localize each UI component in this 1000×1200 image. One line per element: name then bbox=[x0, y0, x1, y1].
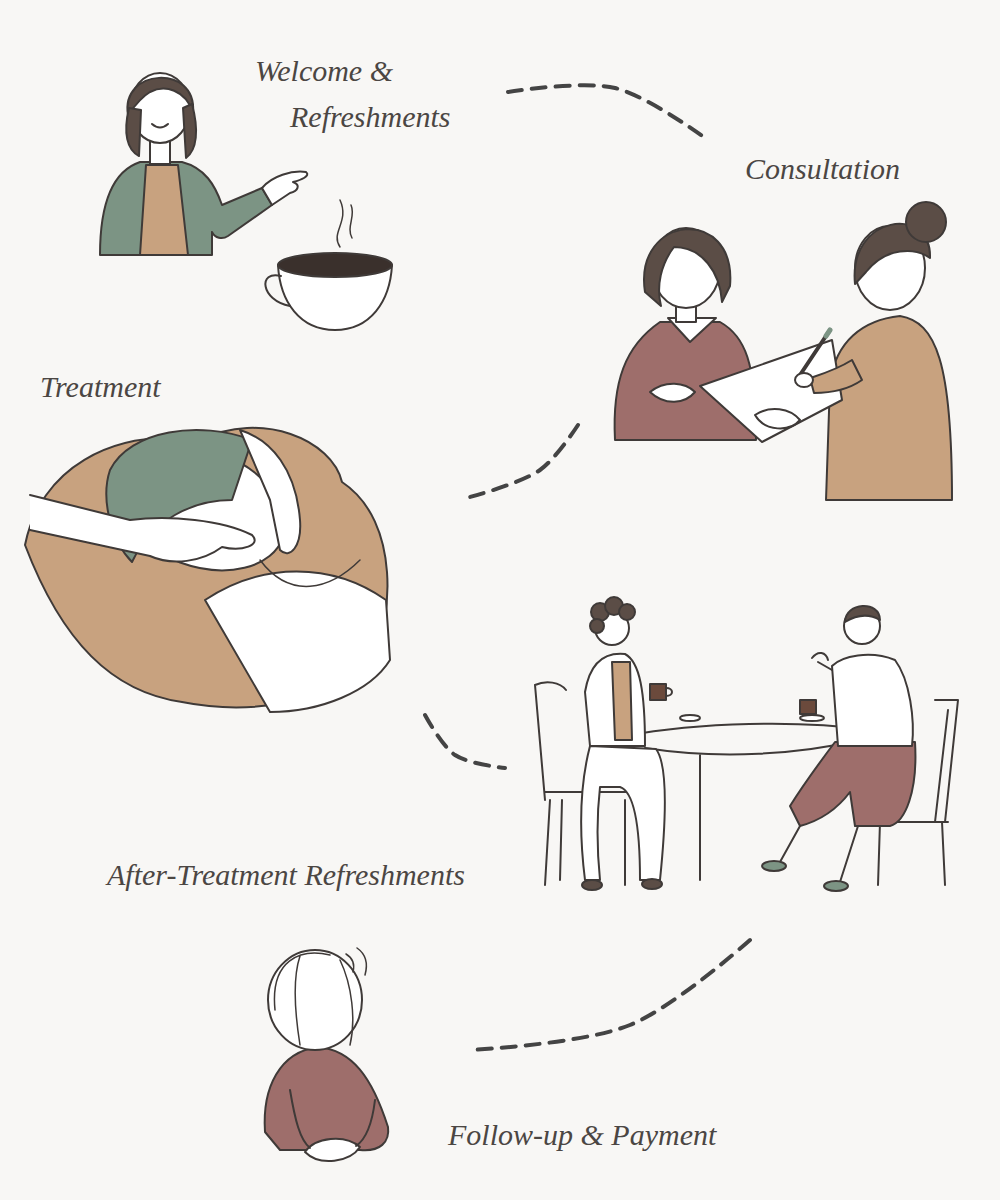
stage-label: Treatment bbox=[40, 364, 161, 410]
cafe-scene bbox=[590, 619, 604, 633]
cafe-scene bbox=[619, 604, 635, 620]
stage-label: After-Treatment Refreshments bbox=[107, 852, 465, 898]
host-figure bbox=[262, 172, 307, 205]
cafe-scene bbox=[612, 662, 632, 740]
dashed-connector bbox=[508, 85, 705, 138]
stage-node: Follow-up & Payment bbox=[260, 940, 470, 1180]
host-figure bbox=[183, 104, 196, 158]
bowing-figure bbox=[265, 1047, 389, 1150]
dashed-connector bbox=[425, 715, 505, 768]
treatment-scene bbox=[260, 560, 360, 586]
treatment-scene bbox=[205, 572, 390, 713]
cafe-scene bbox=[585, 654, 645, 746]
coffee-cup bbox=[265, 200, 392, 330]
therapist-figure bbox=[810, 360, 862, 393]
cafe-scene bbox=[800, 715, 824, 721]
coffee-cup bbox=[278, 253, 392, 277]
therapist-figure bbox=[700, 202, 952, 500]
stage-node: Treatment bbox=[18, 365, 470, 715]
cafe-scene bbox=[582, 880, 602, 890]
therapist-figure bbox=[826, 316, 952, 500]
therapist-figure bbox=[826, 330, 830, 336]
dashed-connector bbox=[470, 940, 750, 1050]
therapist-figure bbox=[906, 202, 946, 242]
bowing-figure bbox=[290, 1090, 375, 1148]
bowing-figure bbox=[268, 950, 362, 1050]
bowing-figure bbox=[274, 953, 352, 1045]
coffee-cup bbox=[265, 275, 290, 306]
therapist-figure bbox=[755, 409, 800, 428]
client-figure bbox=[644, 229, 730, 306]
stage-label: Consultation bbox=[745, 146, 900, 192]
host-figure bbox=[140, 165, 188, 255]
cafe-scene bbox=[650, 684, 666, 700]
therapist-figure bbox=[795, 373, 813, 387]
host-figure bbox=[100, 162, 272, 255]
stage-label: Follow-up & Payment bbox=[448, 1112, 716, 1158]
treatment-scene bbox=[30, 495, 255, 562]
cafe-scene bbox=[780, 826, 858, 882]
cafe-scene bbox=[812, 653, 832, 670]
treatment-scene bbox=[97, 423, 302, 592]
host-figure bbox=[126, 108, 141, 156]
coffee-cup bbox=[337, 200, 352, 247]
dashed-connector bbox=[470, 425, 578, 497]
host-figure bbox=[152, 124, 168, 128]
treatment-scene bbox=[25, 423, 390, 712]
illustration bbox=[25, 73, 958, 1161]
stage-node: Welcome & Refreshments bbox=[95, 45, 508, 335]
stage-label: Welcome & Refreshments bbox=[255, 48, 480, 140]
cafe-scene bbox=[581, 746, 665, 880]
client-figure bbox=[650, 384, 695, 402]
cafe-scene bbox=[832, 655, 913, 746]
bowing-figure bbox=[265, 948, 389, 1161]
host-figure bbox=[100, 73, 307, 255]
cafe-scene bbox=[642, 879, 662, 889]
cafe-scene bbox=[800, 700, 816, 714]
stage-node: Consultation bbox=[578, 138, 963, 503]
cafe-scene bbox=[845, 606, 880, 622]
cafe-scene bbox=[790, 742, 915, 826]
cafe-scene bbox=[666, 688, 672, 696]
cafe-scene bbox=[762, 861, 786, 871]
stage-node: After-Treatment Refreshments bbox=[505, 590, 960, 940]
bowing-figure bbox=[346, 948, 366, 975]
therapist-figure bbox=[798, 330, 830, 378]
bowing-figure bbox=[305, 1139, 360, 1161]
cafe-scene bbox=[535, 597, 958, 891]
cafe-scene bbox=[680, 715, 700, 721]
cafe-scene bbox=[824, 881, 848, 891]
